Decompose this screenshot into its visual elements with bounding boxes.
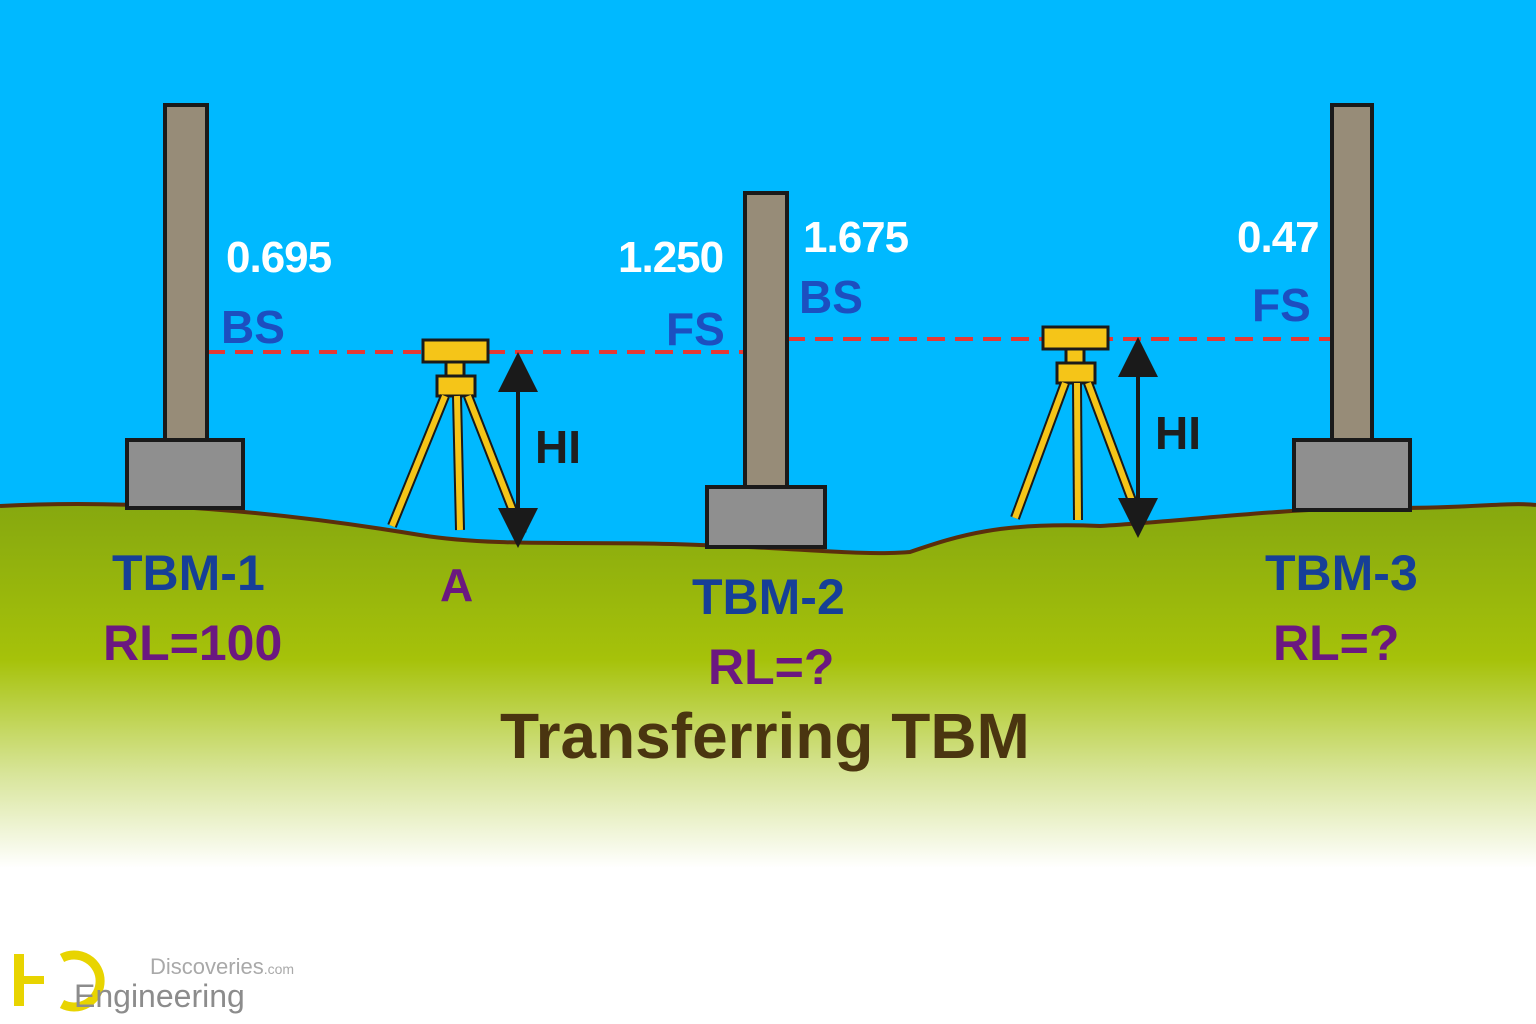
hi-label-1: HI — [535, 421, 581, 473]
watermark-line-2: Engineering — [74, 978, 245, 1014]
tbm-2-rl: RL=? — [708, 639, 835, 695]
watermark-line-1: Discoveries.com — [150, 954, 295, 979]
reading-2-value: 1.250 — [618, 233, 724, 282]
tbm-3-staff — [1292, 103, 1412, 512]
reading-3-type: BS — [799, 271, 863, 323]
reading-3-value: 1.675 — [803, 213, 909, 262]
reading-1-type: BS — [221, 301, 285, 353]
tbm-2-name: TBM-2 — [692, 569, 845, 625]
tbm-1-rl: RL=100 — [103, 615, 283, 671]
reading-2-type: FS — [666, 303, 725, 355]
ground — [0, 503, 1536, 1024]
hi-label-2: HI — [1155, 407, 1201, 459]
ed-logo — [14, 950, 105, 1012]
point-a-label: A — [440, 559, 474, 611]
reading-4-value: 0.47 — [1237, 213, 1320, 262]
tbm-1-staff — [125, 103, 245, 510]
diagram-title: Transferring TBM — [500, 700, 1030, 772]
tbm-3-name: TBM-3 — [1265, 545, 1418, 601]
reading-1-value: 0.695 — [226, 233, 332, 282]
level-instrument-2 — [1010, 325, 1145, 524]
tbm-3-rl: RL=? — [1273, 615, 1400, 671]
tbm-2-staff — [705, 191, 827, 549]
level-instrument-1 — [387, 338, 527, 536]
tbm-1-name: TBM-1 — [112, 545, 265, 601]
reading-4-type: FS — [1252, 279, 1311, 331]
